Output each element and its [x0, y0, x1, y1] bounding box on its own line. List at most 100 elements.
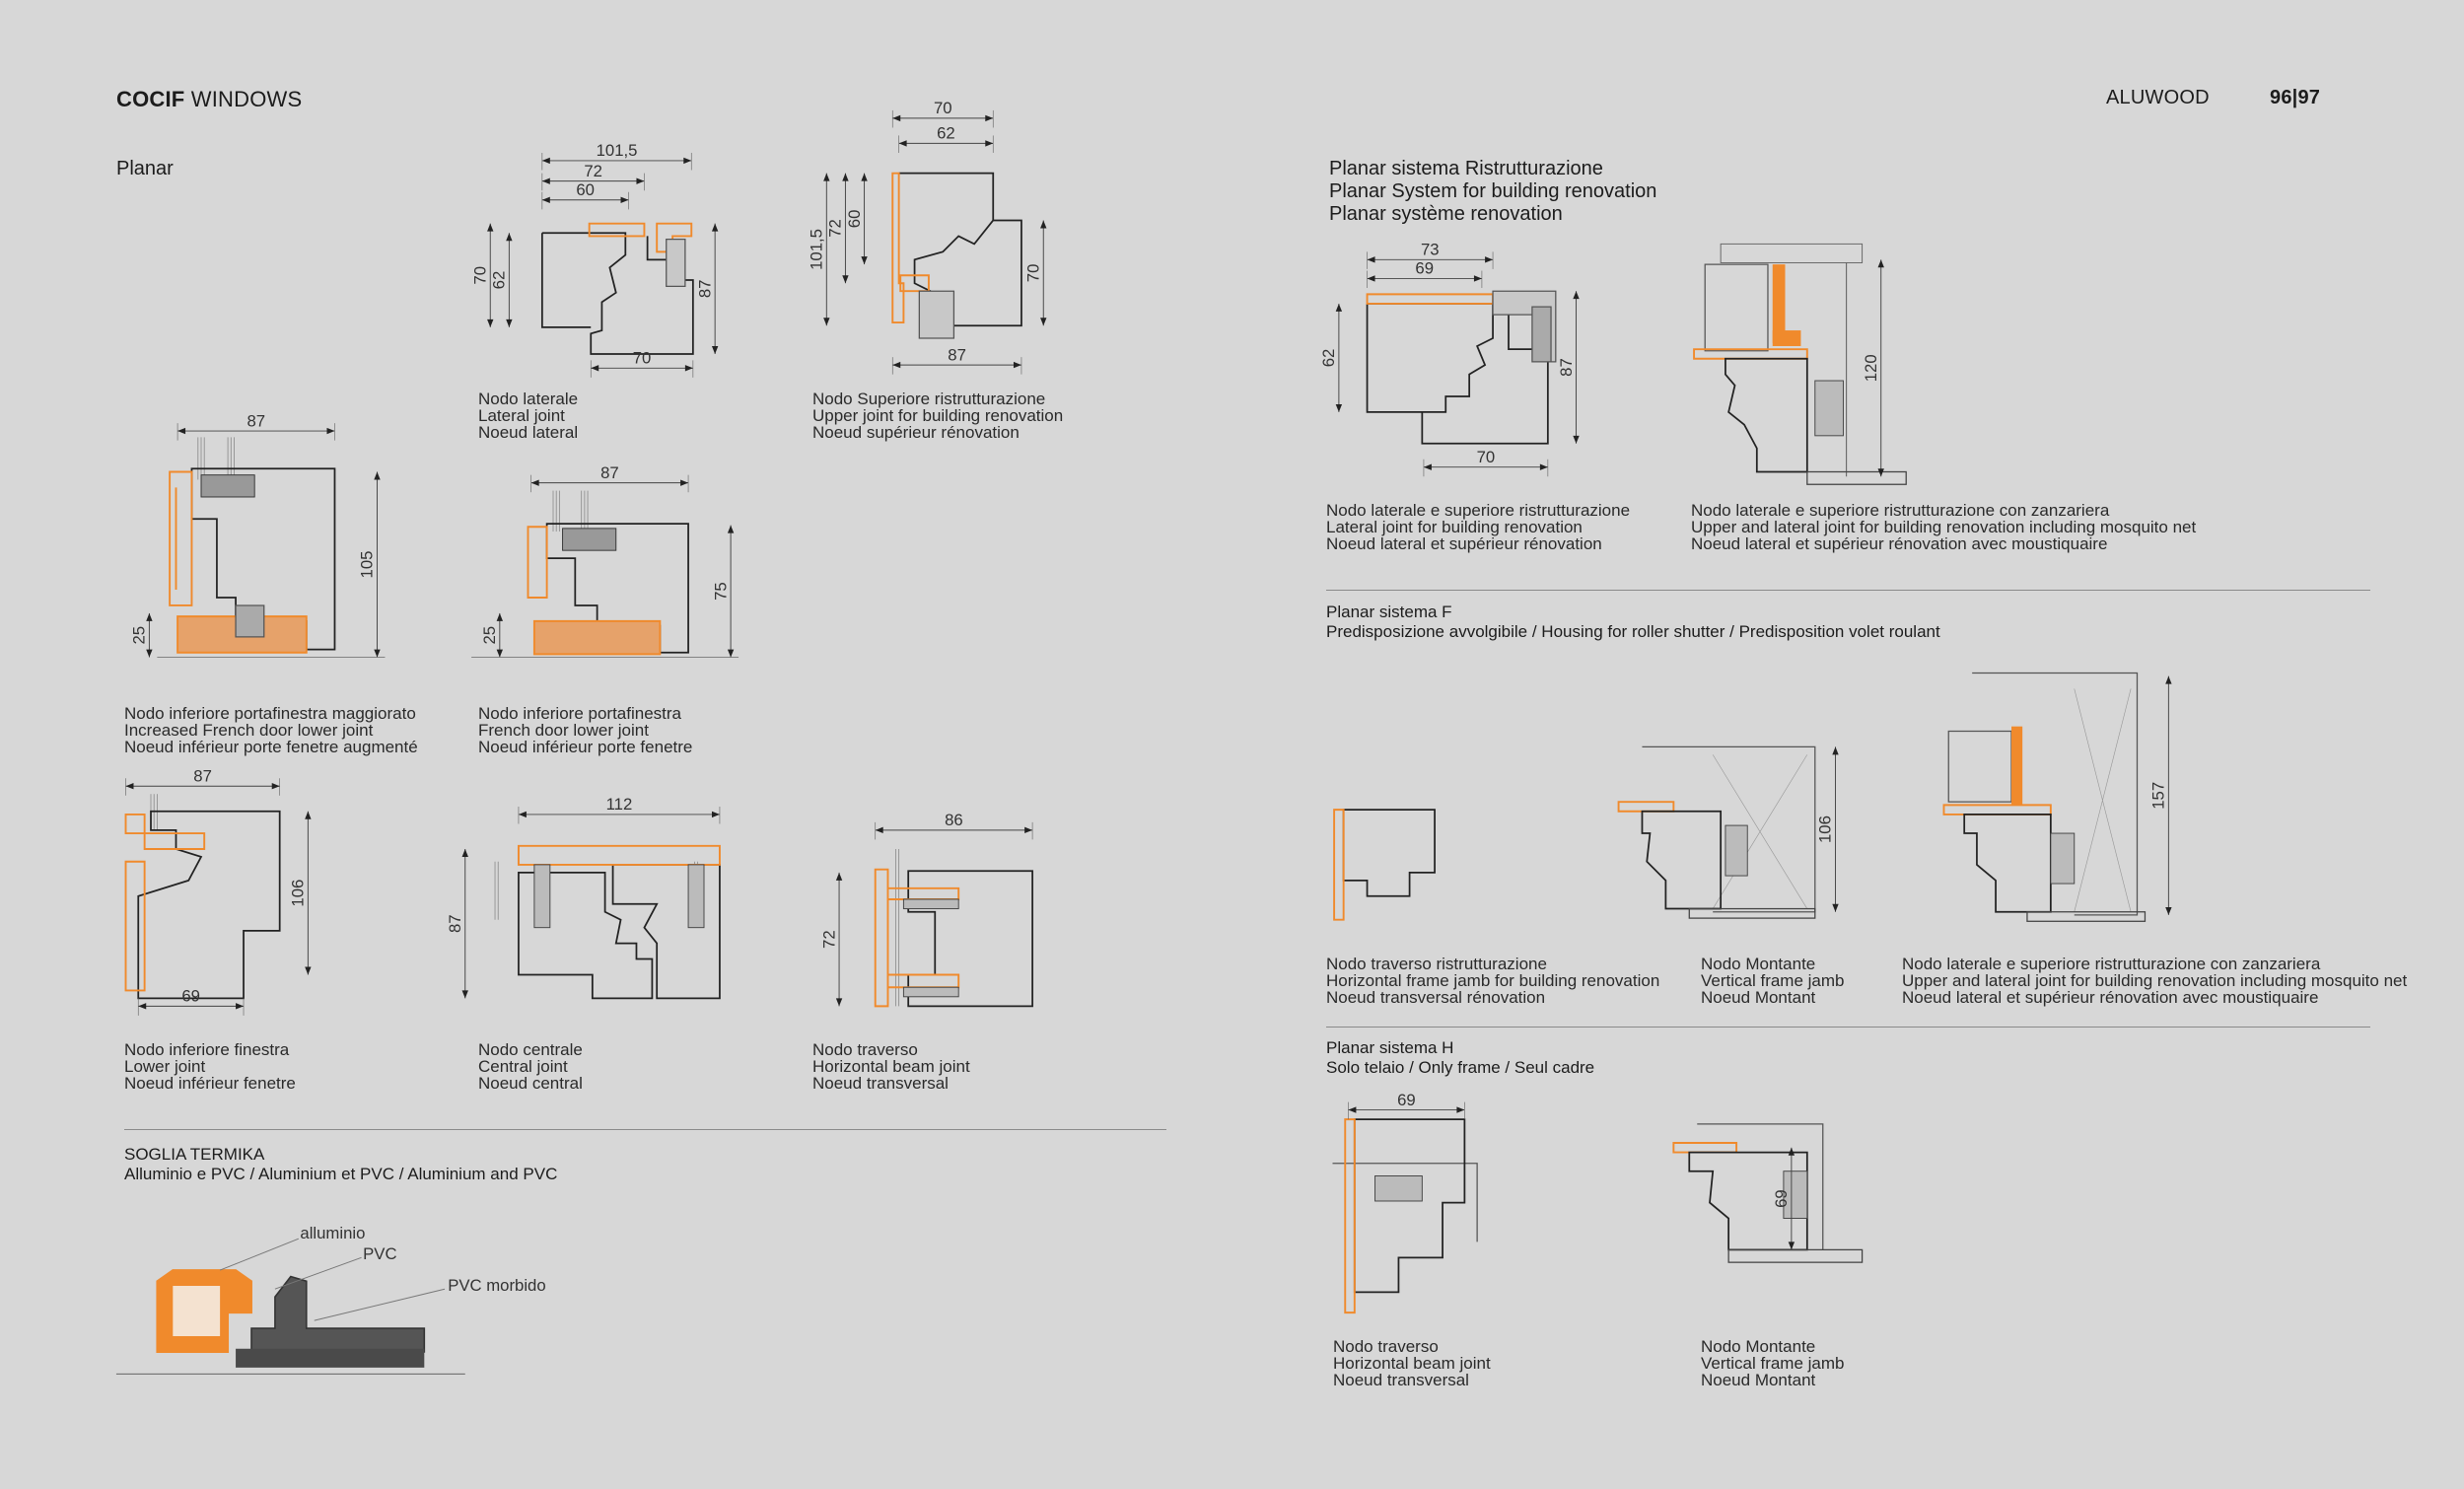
dimension-label: 62 — [937, 124, 955, 143]
insulation-block — [1783, 1170, 1808, 1219]
caption-inferiore-finestra: Nodo inferiore finestra Lower joint Noeu… — [124, 1041, 296, 1092]
soglia-title: SOGLIA TERMIKA — [124, 1145, 265, 1164]
caption-line: Nodo traverso ristrutturazione — [1326, 955, 1547, 973]
insulation-block — [1374, 1175, 1423, 1202]
sistema-f-title: Planar sistema F — [1326, 603, 1452, 621]
caption-line: Increased French door lower joint — [124, 721, 374, 740]
divider — [124, 1129, 1166, 1130]
caption-f-traverso: Nodo traverso ristrutturazione Horizonta… — [1326, 956, 1659, 1006]
caption-line: Nodo traverso — [812, 1040, 918, 1059]
insulation-block — [2050, 832, 2076, 885]
mosquito-net-box — [1720, 243, 1864, 263]
caption-line: Nodo Superiore ristrutturazione — [812, 390, 1046, 408]
caption-line: Noeud Montant — [1701, 988, 1816, 1007]
caption-line: French door lower joint — [478, 721, 649, 740]
dimension-label: 69 — [1397, 1091, 1416, 1109]
page-numbers: 96|97 — [2270, 87, 2321, 108]
dimension-label: 87 — [246, 411, 265, 430]
glass-spacer — [200, 474, 255, 498]
dimension-label: 72 — [826, 219, 845, 238]
caption-line: Lower joint — [124, 1057, 206, 1076]
dimension-label: 70 — [633, 349, 652, 368]
wood-profile — [137, 810, 281, 1000]
brand-title: COCIF WINDOWS — [116, 87, 302, 112]
caption-line: Nodo inferiore finestra — [124, 1040, 290, 1059]
caption-line: Nodo laterale e superiore ristrutturazio… — [1691, 501, 2110, 520]
aluminium-profile — [169, 470, 193, 606]
aluminium-profile — [517, 844, 721, 866]
caption-nodo-laterale: Nodo laterale Lateral joint Noeud latera… — [478, 390, 578, 441]
caption-line: Nodo inferiore portafinestra maggiorato — [124, 704, 416, 723]
dimension-label: 72 — [584, 162, 602, 180]
line — [314, 1288, 446, 1321]
caption-line: Lateral joint for building renovation — [1326, 518, 1583, 536]
dimension-label: 62 — [1319, 349, 1338, 368]
caption-inferiore-maggiorato: Nodo inferiore portafinestra maggiorato … — [124, 705, 418, 755]
aluminium-profile — [1772, 330, 1801, 346]
wood-profile — [611, 864, 721, 1000]
caption-f-montante: Nodo Montante Vertical frame jamb Noeud … — [1701, 956, 1845, 1006]
brand-bold: COCIF — [116, 87, 185, 111]
gasket-profile — [1332, 1163, 1478, 1242]
dimension-label: 69 — [1415, 259, 1434, 278]
insulation-block — [1725, 824, 1748, 877]
caption-renovation-laterale: Nodo laterale e superiore ristrutturazio… — [1326, 502, 1630, 552]
dimension-label: 87 — [446, 914, 464, 933]
dimension-label: 106 — [289, 880, 308, 907]
aluminium-profile — [1333, 809, 1345, 921]
dimension-label: 106 — [1816, 815, 1835, 843]
wood-profile — [518, 872, 654, 1000]
gasket-profile — [1642, 745, 1816, 913]
dimension-label: 86 — [945, 811, 963, 829]
caption-line: Noeud central — [478, 1074, 583, 1093]
soglia-label: alluminio — [300, 1224, 365, 1242]
soglia-subtitle: Alluminio e PVC / Aluminium et PVC / Alu… — [124, 1165, 558, 1183]
dimension-label: 25 — [130, 626, 149, 645]
caption-line: Central joint — [478, 1057, 568, 1076]
aluminium-profile — [1942, 804, 2052, 815]
dimension-label: 101,5 — [597, 141, 638, 160]
dimension-label: 60 — [845, 210, 864, 229]
soglia-label: PVC — [363, 1244, 396, 1263]
dimension-label: 25 — [480, 626, 499, 645]
caption-line: Nodo Montante — [1701, 1337, 1816, 1356]
brand-light: WINDOWS — [190, 87, 303, 111]
aluminium-profile — [2011, 726, 2023, 806]
dimension-label: 105 — [358, 551, 377, 579]
dimension-label: 87 — [600, 463, 619, 482]
caption-line: Noeud lateral et supérieur rénovation av… — [1691, 534, 2108, 553]
caption-line: Noeud inférieur porte fenetre — [478, 738, 693, 756]
collection-name: ALUWOOD — [2106, 87, 2210, 108]
caption-line: Upper and lateral joint for building ren… — [1902, 971, 2408, 990]
dimension-label: 87 — [1557, 358, 1576, 377]
dimension-label: 112 — [606, 795, 633, 814]
aluminium-cavity — [173, 1286, 221, 1337]
gasket-profile — [1972, 672, 2139, 916]
dimension-label: 70 — [934, 99, 952, 117]
wood-profile — [1963, 814, 2052, 913]
caption-line: Nodo laterale e superiore ristrutturazio… — [1326, 501, 1631, 520]
dimension-label: 120 — [1862, 354, 1880, 382]
caption-nodo-superiore: Nodo Superiore ristrutturazione Upper jo… — [812, 390, 1063, 441]
caption-nodo-traverso: Nodo traverso Horizontal beam joint Noeu… — [812, 1041, 970, 1092]
wood-profile — [1353, 1118, 1466, 1294]
wood-profile — [540, 233, 592, 328]
aluminium-profile — [874, 868, 960, 1008]
gasket-profile — [1531, 306, 1552, 363]
caption-line: Vertical frame jamb — [1701, 1354, 1845, 1373]
dimension-label: 70 — [1477, 448, 1496, 466]
line — [274, 1256, 362, 1290]
caption-line: Vertical frame jamb — [1701, 971, 1845, 990]
dimension-label: 101,5 — [808, 229, 826, 270]
sill — [1727, 1248, 1864, 1263]
wood-profile — [1641, 810, 1723, 910]
aluminium-profile — [1366, 293, 1495, 305]
caption-line: Noeud lateral et supérieur rénovation av… — [1902, 988, 2319, 1007]
caption-line: Noeud lateral — [478, 423, 579, 442]
dimension-label: 73 — [1421, 241, 1440, 259]
dimension-label: 70 — [470, 266, 489, 285]
caption-inferiore-portafinestra: Nodo inferiore portafinestra French door… — [478, 705, 692, 755]
caption-line: Nodo Montante — [1701, 955, 1816, 973]
gasket-profile — [666, 238, 686, 288]
